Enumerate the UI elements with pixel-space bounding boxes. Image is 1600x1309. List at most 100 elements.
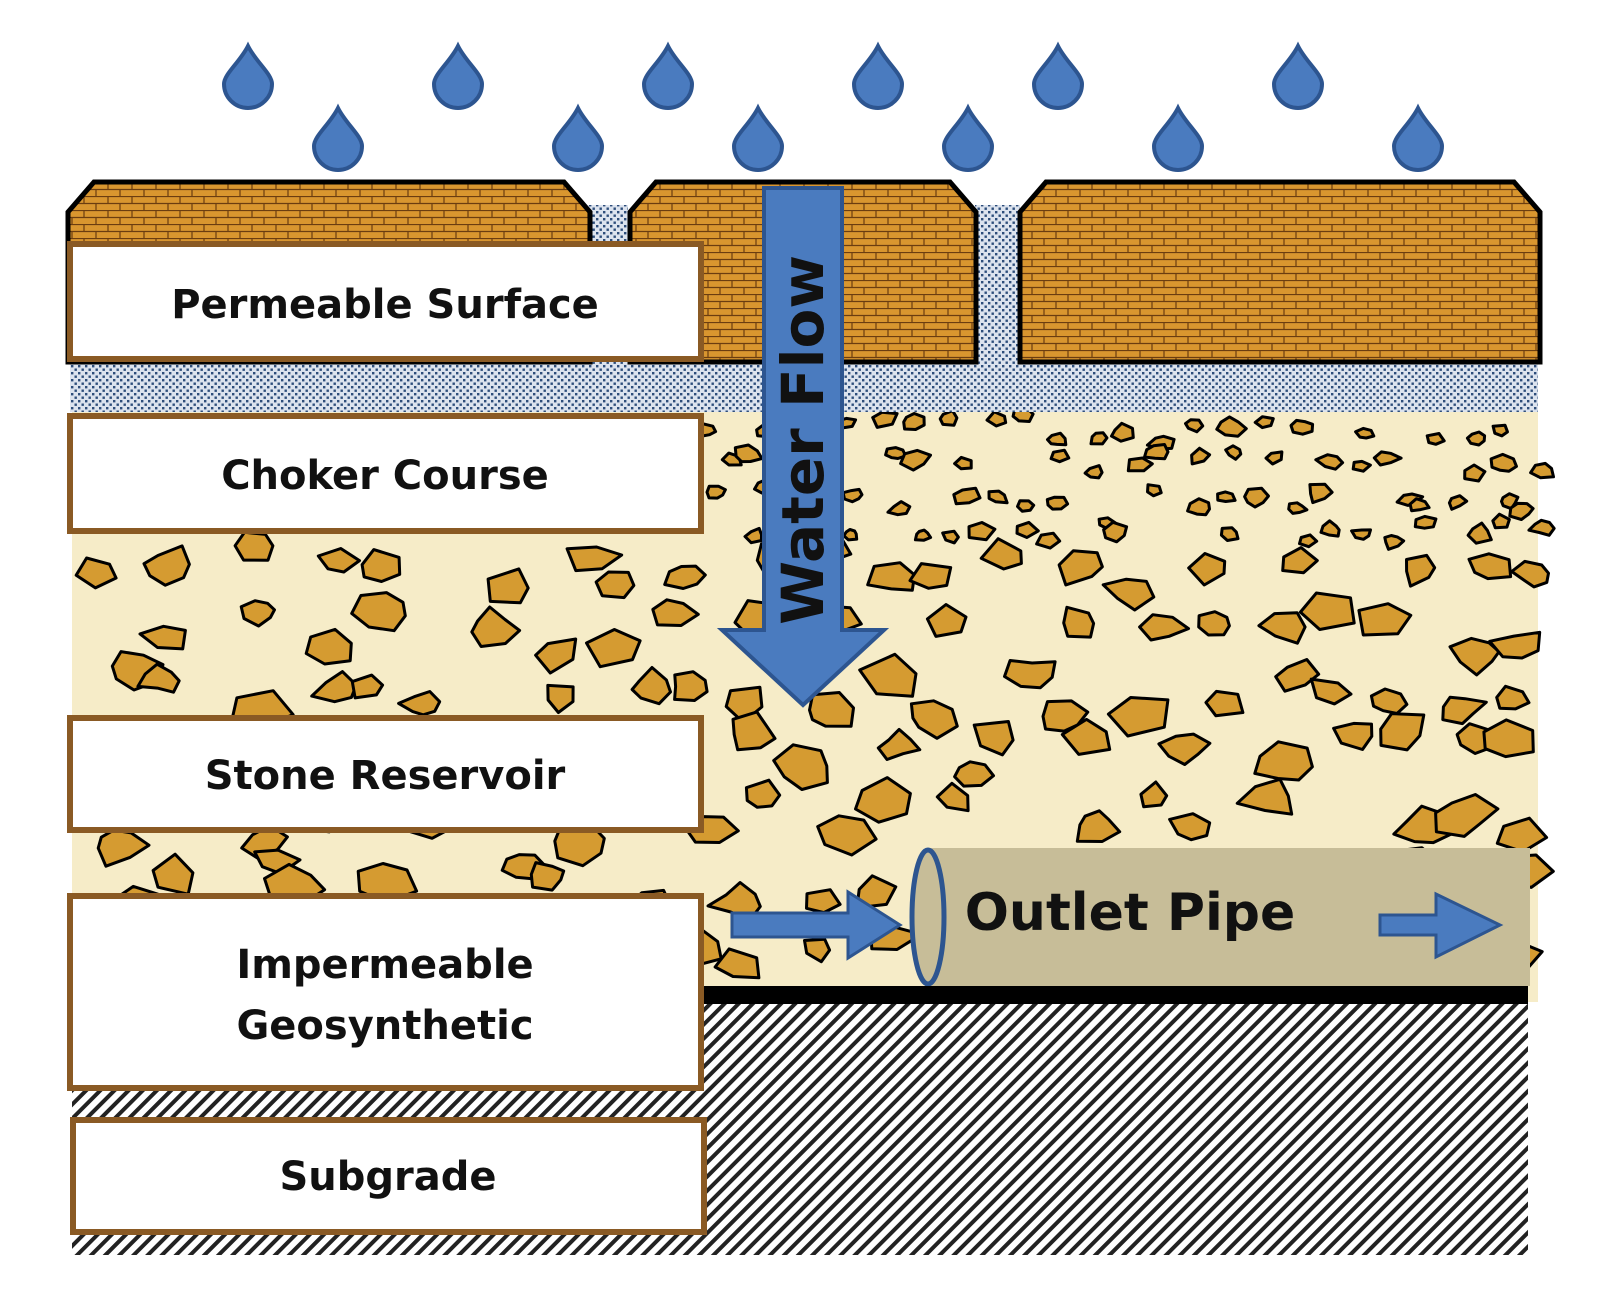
stone xyxy=(855,874,898,910)
stone xyxy=(909,699,959,740)
stone xyxy=(902,412,926,431)
water-drop-icon xyxy=(221,41,275,110)
stone xyxy=(858,652,918,698)
stone xyxy=(1235,777,1294,816)
water-drop-icon xyxy=(311,103,365,172)
stone xyxy=(1224,444,1243,461)
stone xyxy=(1157,732,1212,766)
stone xyxy=(1466,521,1493,545)
stone xyxy=(816,814,878,857)
stone xyxy=(151,852,195,896)
stone xyxy=(899,448,932,472)
stone xyxy=(743,526,763,545)
svg-text:Permeable Surface: Permeable Surface xyxy=(171,282,599,328)
stone xyxy=(1274,658,1321,693)
raindrops xyxy=(221,41,1445,172)
stone xyxy=(841,487,864,504)
water-drop-icon xyxy=(851,41,905,110)
stone-reservoir-stones xyxy=(74,530,1555,991)
stone xyxy=(529,861,566,892)
stone xyxy=(1003,659,1057,690)
stone xyxy=(1495,684,1531,711)
label-box-stone-reservoir: Stone Reservoir xyxy=(67,715,704,833)
stone xyxy=(1253,740,1314,782)
stone xyxy=(1168,812,1212,842)
stone xyxy=(925,603,968,638)
stone xyxy=(1184,418,1205,434)
stone xyxy=(630,666,672,706)
stone xyxy=(1253,415,1275,430)
stone xyxy=(651,598,700,627)
stone xyxy=(1495,816,1549,854)
impermeable-geosynthetic-liner xyxy=(703,986,1528,1004)
stone xyxy=(546,683,575,714)
water-drop-icon xyxy=(1271,41,1325,110)
stone xyxy=(1216,490,1237,503)
right-arrow-icon xyxy=(730,889,903,961)
stone xyxy=(1441,695,1488,726)
svg-text:Subgrade: Subgrade xyxy=(279,1154,496,1200)
stone xyxy=(705,484,727,500)
stone xyxy=(1447,494,1469,511)
stone xyxy=(713,947,761,980)
stone xyxy=(470,605,522,648)
paver-block-3 xyxy=(1017,179,1543,365)
stone xyxy=(1527,518,1556,537)
stone xyxy=(772,743,829,791)
stone xyxy=(805,888,842,915)
water-drop-icon xyxy=(431,41,485,110)
stone xyxy=(1139,780,1169,809)
stone xyxy=(854,776,912,824)
svg-text:Choker Course: Choker Course xyxy=(221,453,549,499)
stone xyxy=(1298,591,1356,631)
stone xyxy=(534,637,578,675)
stone xyxy=(1106,696,1170,738)
stone xyxy=(1083,464,1104,480)
stone xyxy=(316,547,361,574)
stone xyxy=(1332,721,1374,751)
stone xyxy=(142,544,191,587)
right-arrow-icon xyxy=(1378,891,1504,960)
stone xyxy=(1041,699,1090,733)
stone xyxy=(1075,809,1122,843)
stone xyxy=(1057,549,1104,587)
stone xyxy=(1357,602,1413,637)
stone xyxy=(1489,452,1518,473)
stone xyxy=(486,567,530,605)
stone xyxy=(1035,531,1062,550)
stone xyxy=(356,862,419,905)
label-box-choker-course: Choker Course xyxy=(67,413,704,534)
stone xyxy=(1197,610,1231,637)
stone xyxy=(1465,430,1487,447)
stone xyxy=(1190,446,1212,466)
stone xyxy=(1215,415,1248,438)
stone xyxy=(1219,526,1240,542)
stone xyxy=(1045,495,1070,511)
stone xyxy=(1434,793,1500,838)
stone xyxy=(1491,423,1509,438)
svg-text:Geosynthetic: Geosynthetic xyxy=(236,1003,533,1049)
water-flow-label: Water Flow xyxy=(769,255,837,625)
stone xyxy=(1510,559,1550,589)
stone xyxy=(1508,501,1535,521)
stone xyxy=(1314,453,1345,471)
stone xyxy=(350,673,385,700)
stone xyxy=(239,599,276,628)
stone xyxy=(952,486,982,506)
joint-fill-right xyxy=(975,205,1020,365)
stone xyxy=(866,561,916,592)
stone xyxy=(876,727,922,761)
stone xyxy=(233,530,275,562)
stone xyxy=(1369,687,1409,715)
stone xyxy=(138,624,187,651)
stone xyxy=(967,521,997,542)
stone xyxy=(304,627,353,666)
stone xyxy=(673,670,709,702)
stone xyxy=(842,528,859,542)
stone xyxy=(1101,577,1156,612)
stone xyxy=(585,628,642,669)
stone xyxy=(1482,718,1535,759)
stone xyxy=(1060,717,1112,756)
